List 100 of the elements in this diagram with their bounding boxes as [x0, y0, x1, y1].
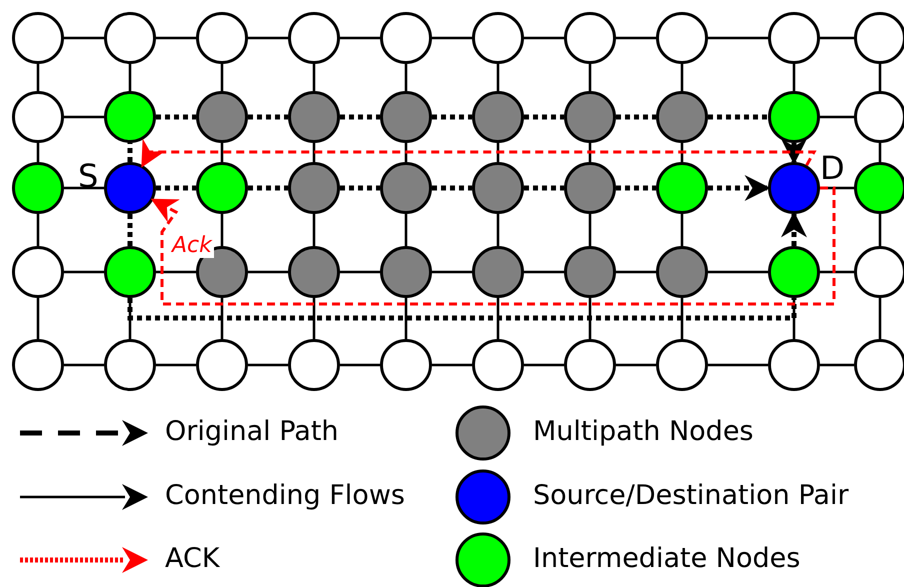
- network-node: [196, 91, 248, 143]
- network-node: [380, 339, 432, 391]
- link-line: [36, 214, 40, 246]
- link-line: [220, 64, 224, 91]
- link-line: [128, 64, 132, 91]
- link-line: [820, 364, 854, 366]
- link-line: [64, 186, 104, 190]
- link-line: [616, 270, 656, 274]
- link-line: [496, 298, 500, 339]
- network-node: [288, 246, 340, 298]
- link-line: [524, 114, 564, 120]
- link-line: [404, 143, 408, 162]
- link-line: [708, 364, 768, 366]
- link-line: [340, 364, 380, 366]
- network-node: [656, 162, 708, 214]
- link-line: [708, 270, 768, 274]
- link-line: [312, 298, 316, 339]
- network-node: [472, 246, 524, 298]
- link-line: [312, 214, 316, 246]
- link-line: [878, 64, 882, 91]
- link-line: [220, 143, 224, 162]
- link-line: [878, 143, 882, 162]
- link-line: [820, 116, 854, 118]
- link-line: [496, 214, 500, 246]
- network-node: [472, 339, 524, 391]
- link-line: [128, 143, 132, 162]
- link-line: [220, 298, 224, 339]
- network-node: [104, 91, 156, 143]
- network-node: [12, 162, 64, 214]
- network-node: [288, 162, 340, 214]
- network-node: [656, 91, 708, 143]
- link-line: [36, 64, 40, 91]
- link-line: [708, 114, 768, 120]
- network-node: [12, 339, 64, 391]
- link-line: [616, 186, 656, 190]
- network-node: [768, 12, 820, 64]
- network-node: [380, 91, 432, 143]
- link-line: [820, 36, 854, 40]
- link-line: [156, 186, 196, 190]
- link-line: [340, 114, 380, 120]
- network-node: [472, 12, 524, 64]
- link-line: [64, 36, 104, 40]
- edge-label: Ack: [170, 234, 214, 258]
- link-line: [220, 214, 224, 246]
- link-line: [588, 298, 592, 339]
- link-line: [432, 364, 472, 366]
- link-line: [432, 186, 472, 190]
- legend-label: Intermediate Nodes: [533, 543, 800, 575]
- link-line: [156, 270, 196, 274]
- network-node: [104, 162, 156, 214]
- network-node: [196, 162, 248, 214]
- network-node: [564, 246, 616, 298]
- link-line: [432, 36, 472, 40]
- link-line: [680, 214, 684, 246]
- network-node: [288, 91, 340, 143]
- link-line: [64, 270, 104, 274]
- network-node: [380, 246, 432, 298]
- network-node: [854, 339, 904, 391]
- link-line: [524, 36, 564, 40]
- network-node: [104, 339, 156, 391]
- network-node: [768, 162, 820, 214]
- legend-label: Multipath Nodes: [533, 416, 754, 448]
- link-line: [878, 298, 882, 339]
- node-label: D: [820, 150, 845, 186]
- network-node: [380, 12, 432, 64]
- link-line: [708, 36, 768, 40]
- network-node: [564, 162, 616, 214]
- link-line: [792, 64, 796, 91]
- link-line: [128, 214, 132, 246]
- link-line: [64, 364, 104, 366]
- network-node: [564, 12, 616, 64]
- network-node: [854, 91, 904, 143]
- network-node: [380, 162, 432, 214]
- link-line: [248, 364, 288, 366]
- link-line: [680, 143, 684, 162]
- network-node: [656, 12, 708, 64]
- link-line: [156, 36, 196, 40]
- link-line: [680, 298, 684, 339]
- legend-label: Contending Flows: [165, 480, 405, 512]
- network-node: [768, 91, 820, 143]
- network-node: [104, 246, 156, 298]
- link-line: [878, 214, 882, 246]
- link-line: [64, 116, 104, 118]
- arrow: [781, 138, 807, 165]
- network-node: [288, 339, 340, 391]
- network-node: [12, 246, 64, 298]
- arrow: [150, 186, 836, 306]
- network-node: [196, 12, 248, 64]
- legend-label: Source/Destination Pair: [533, 480, 849, 512]
- link-line: [340, 270, 380, 274]
- network-node: [472, 162, 524, 214]
- network-node: [288, 12, 340, 64]
- link-line: [404, 298, 408, 339]
- arrow: [781, 211, 807, 246]
- link-line: [404, 64, 408, 91]
- network-node: [472, 91, 524, 143]
- link-line: [524, 364, 564, 366]
- link-line: [156, 364, 196, 366]
- link-line: [340, 186, 380, 190]
- arrow: [141, 138, 817, 168]
